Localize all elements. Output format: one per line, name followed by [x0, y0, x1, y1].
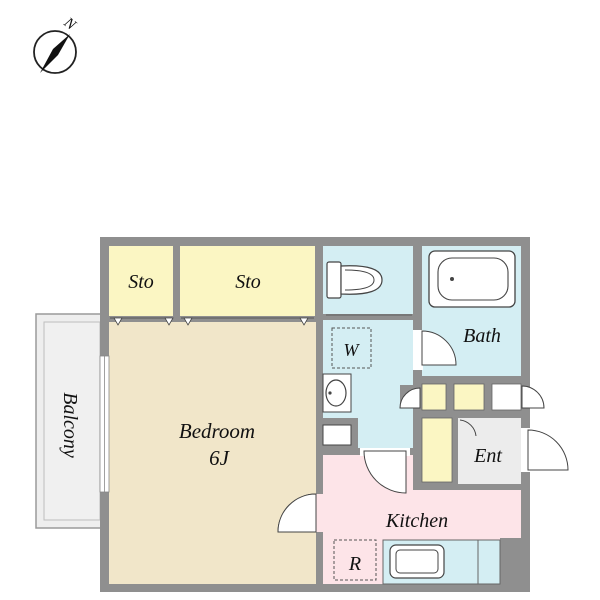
storage-door-marker — [113, 317, 123, 326]
washroom-floor — [323, 320, 413, 448]
kitchen-label: Kitchen — [385, 510, 448, 532]
bedroom-size-label: 6J — [209, 446, 231, 470]
entrance-label: Ent — [473, 445, 502, 467]
washer-space — [331, 327, 372, 369]
compass: N — [33, 14, 79, 74]
entrance-floor — [458, 418, 521, 484]
storage-left — [109, 246, 173, 316]
storage-right-label: Sto — [235, 271, 261, 293]
bathtub-icon — [428, 250, 516, 308]
compass-north-letter: N — [60, 14, 79, 34]
bedroom-label: Bedroom — [179, 419, 255, 443]
balcony-label: Balcony — [59, 392, 81, 458]
cabinet-door — [521, 385, 545, 409]
bedroom-floor — [109, 322, 316, 584]
bathroom-door — [413, 330, 457, 370]
storage-left-label: Sto — [128, 271, 154, 293]
storage-door-marker — [183, 317, 193, 326]
cabinet — [421, 383, 447, 411]
washroom-door — [360, 448, 410, 494]
cabinet — [453, 383, 485, 411]
refrigerator-space — [333, 539, 377, 581]
kitchen-counter — [382, 539, 501, 585]
refrigerator-label: R — [348, 553, 361, 575]
cabinet — [491, 383, 522, 411]
cabinet-door — [459, 419, 477, 437]
north-arrow-icon — [40, 34, 70, 73]
toilet-icon — [326, 261, 383, 299]
balcony-floor — [43, 321, 101, 521]
storage-door-marker — [299, 317, 309, 326]
cabinet-door — [399, 387, 421, 409]
balcony: Balcony — [35, 313, 103, 529]
storage-door-marker — [164, 317, 174, 326]
washer-label: W — [344, 340, 361, 360]
entrance-door — [521, 428, 569, 472]
bath-label: Bath — [463, 325, 501, 347]
washroom-shelf — [322, 424, 352, 446]
storage-right — [180, 246, 315, 316]
shoe-cabinet — [421, 417, 453, 483]
washbasin-icon — [322, 373, 352, 413]
bedroom-door — [277, 493, 323, 533]
